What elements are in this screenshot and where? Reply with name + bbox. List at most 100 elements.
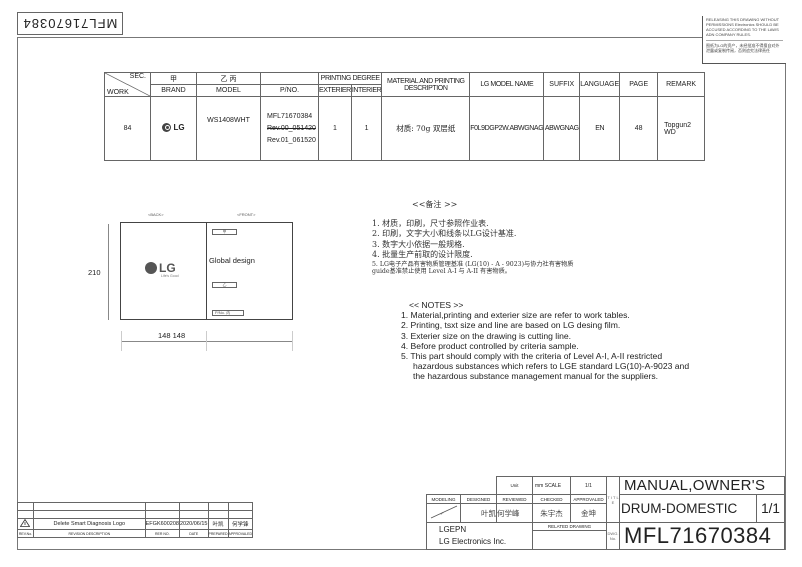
revision-row: Delete Smart Diagnosis Logo EFGK600208 2… — [17, 518, 254, 530]
work-label: WORK — [107, 89, 129, 96]
designed-by: 叶凯 — [460, 503, 497, 523]
scale-value: 1/1 — [570, 476, 607, 495]
notes-cn-item: 2. 印刷，文字大小和线条以LG设计基准. — [372, 229, 517, 238]
dim-tick — [206, 331, 207, 351]
dwg-no-label: DWG. No. — [606, 522, 620, 550]
approved-by: 金坤 — [570, 503, 607, 523]
reviewed-header: REVIEWED — [496, 494, 533, 504]
modeling-header: MODELING — [426, 494, 461, 504]
model-value: WS1408WHT — [196, 96, 261, 161]
frame-border-top — [17, 37, 702, 38]
frame-border-right — [785, 64, 786, 550]
printing-degree-header: PRINTING DEGREE — [317, 72, 383, 85]
page-header: PAGE — [619, 72, 659, 97]
reviewed-by: 何学峰 — [496, 503, 533, 523]
notes-en-item: 3. Exterier size on the drawing is cutti… — [401, 330, 572, 341]
material-header: MATERIAL AND PRINTING DESCRIPTION — [381, 72, 471, 97]
revision-approved: 何学锋 — [227, 518, 254, 530]
page-value: 48 — [619, 96, 659, 161]
notes-en-title: << NOTES >> — [409, 300, 464, 310]
revision-table: Delete Smart Diagnosis Logo EFGK600208 2… — [17, 502, 254, 538]
lg-model-name-value: F0L9DGP2W.ABWGNAG — [469, 96, 545, 161]
revision-description: Delete Smart Diagnosis Logo — [32, 518, 146, 530]
brand-cn-header: 甲 — [150, 72, 197, 85]
revision-date: 2020/06/15 — [178, 518, 209, 530]
title-vertical-label: T I T L E — [606, 476, 620, 523]
frame-border-left — [17, 37, 18, 550]
unit-label: Unit — [496, 476, 533, 495]
checked-by: 朱宇杰 — [532, 503, 571, 523]
notes-cn-title: <<备注 >> — [412, 200, 458, 209]
rev-desc-header: REVISION DESCRIPTION — [32, 529, 146, 538]
model-cn-header: 乙 丙 — [196, 72, 261, 85]
front-panel: 甲 Global design 乙 P/No. 丙 — [206, 222, 293, 320]
suffix-value: ABWGNAG — [543, 96, 581, 161]
company-code: LGEPN — [439, 525, 467, 534]
pno-rev01: Rev.01_061520 — [267, 136, 316, 144]
notes-en-item: 5. This part should comply with the crit… — [401, 351, 663, 362]
pno-blank-header — [260, 72, 319, 85]
date-header: DATE — [178, 529, 209, 538]
related-drawing-header: RELATED DRAWING — [532, 522, 607, 531]
spec-table: SEC. WORK 甲 乙 丙 PRINTING DEGREE MATERIAL… — [104, 72, 705, 161]
sheet-number: 1/1 — [756, 494, 785, 523]
warning-en: RELEASING THIS DRAWING WITHOUT PERMISSIO… — [706, 17, 780, 37]
pno-header: P/NO. — [260, 84, 319, 97]
drawing-number: MFL71670384 — [619, 522, 785, 550]
pno-placeholder-box: P/No. 丙 — [212, 310, 244, 316]
notes-cn-item: 1. 材质，印刷，尺寸参照作业表. — [372, 218, 489, 228]
back-label: <BACK> — [148, 212, 164, 217]
material-value: 材质: 70g 双层纸 — [381, 96, 471, 161]
revision-rer-no: EFGK600208 — [144, 518, 180, 530]
unit-value: mm — [535, 482, 544, 489]
notes-cn-item: 3. 数字大小依据一般规格. — [372, 239, 465, 249]
pno-current: MFL71670384 — [267, 112, 313, 120]
exterier-value: 1 — [318, 96, 352, 161]
prepared-header: PREPARED — [207, 529, 229, 538]
model-header: MODEL — [196, 84, 261, 97]
notes-en-item: 1. Material,printing and exterier size a… — [401, 310, 630, 321]
model-placeholder-box: 乙 — [212, 282, 237, 288]
modeling-signature-icon: ↗ — [426, 503, 461, 523]
diagonal-line-icon — [105, 73, 150, 96]
notes-en-item: 4. Before product controlled by criteria… — [401, 340, 579, 351]
notes-cn-item: guide基准禁止使用 Level A-I 与 A-II 有害物质。 — [372, 268, 511, 275]
brand-text: LG — [173, 123, 185, 132]
notes-en-item: the hazardous substance management manua… — [413, 371, 659, 382]
revision-prepared: 叶凯 — [207, 518, 229, 530]
language-value: EN — [579, 96, 621, 161]
unit-scale-cell: mm SCALE — [532, 476, 571, 495]
width-dimension-line-back — [122, 341, 206, 342]
title-line1: MANUAL,OWNER'S — [619, 476, 785, 495]
svg-text:↗: ↗ — [440, 511, 444, 517]
warning-cn: 图纸为LG的资产，未经批准不得擅自对外泄露或复制传阅，否则追究法律责任 — [706, 40, 783, 53]
designed-header: DESIGNED — [460, 494, 497, 504]
notes-cn-item: 5. LG电子产品有害物质管理基准 (LG(10) - A - 9023)与协力… — [372, 260, 574, 268]
frame-border-bottom — [17, 549, 785, 550]
dim-tick — [292, 331, 293, 351]
rer-no-header: RER NO. — [144, 529, 180, 538]
title-block: Unit mm SCALE 1/1 T I T L E MANUAL,OWNER… — [426, 476, 785, 550]
lg-logo-icon — [162, 123, 172, 132]
company-cell: LGEPN LG Electronics Inc. — [426, 522, 533, 550]
brand-header: BRAND — [150, 84, 197, 97]
notes-cn-item: 4. 批量生产前取的设计限度. — [372, 250, 473, 259]
dim-tick — [121, 331, 122, 351]
language-header: LANGUAGE — [579, 72, 621, 97]
notes-en-item: hazardous substances which refers to LGE… — [413, 361, 690, 372]
suffix-header: SUFFIX — [543, 72, 581, 97]
scale-label: SCALE — [544, 482, 562, 489]
global-design-text: Global design — [209, 256, 255, 265]
width-dimension-line-front — [207, 341, 293, 342]
notes-en-item: 2. Printing, tsxt size and line are base… — [401, 320, 621, 331]
lg-model-name-header: LG MODEL NAME — [469, 72, 545, 97]
height-dimension: 210 — [88, 268, 101, 277]
height-dimension-line — [108, 224, 109, 320]
rev-no-header: REV.No. — [17, 529, 34, 538]
width-dimension: 148 148 — [158, 331, 186, 340]
checked-header: CHECKED — [532, 494, 571, 504]
work-sec-header: SEC. WORK — [104, 72, 151, 97]
lg-logo: LG — [145, 261, 176, 275]
flipped-part-number: MFL71670384 — [17, 12, 123, 35]
pno-value: MFL71670384 Rev.00_051420 Rev.01_061520 — [260, 96, 319, 161]
